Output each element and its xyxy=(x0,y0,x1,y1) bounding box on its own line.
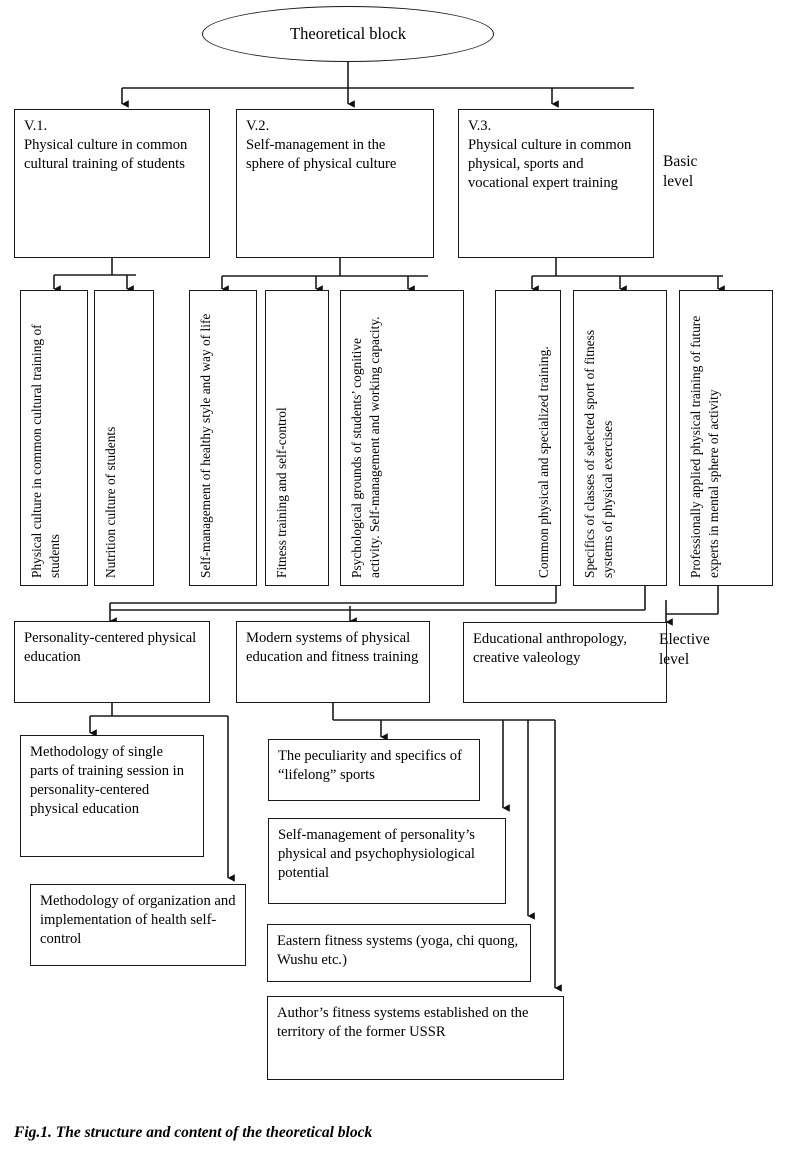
figure-caption: Fig.1. The structure and content of the … xyxy=(14,1124,373,1141)
topic-label-1: Physical culture in common cultural trai… xyxy=(29,324,62,578)
subcourse-label-5: Eastern fitness systems (yoga, chi quong… xyxy=(277,933,519,968)
subcourse-box-methodology-organization[interactable]: Methodology of organization and implemen… xyxy=(30,884,246,966)
subcourse-box-methodology-single-parts[interactable]: Methodology of single parts of training … xyxy=(20,735,204,857)
course-label-1: Personality-centered physical education xyxy=(24,630,197,665)
module-title-v1: Physical culture in common cultural trai… xyxy=(24,136,188,172)
subcourse-label-2: Methodology of organization and implemen… xyxy=(40,893,236,947)
subcourse-box-self-management-potential[interactable]: Self-management of personality’s physica… xyxy=(268,818,506,904)
topic-label-2: Nutrition culture of students xyxy=(103,426,118,578)
topic-box-1[interactable]: Physical culture in common cultural trai… xyxy=(20,290,88,586)
module-code-v2: V.2. xyxy=(246,118,270,134)
topic-box-2[interactable]: Nutrition culture of students xyxy=(94,290,154,586)
course-label-3: Educational anthropology, creative valeo… xyxy=(473,631,627,666)
module-title-v2: Self-management in the sphere of physica… xyxy=(246,136,397,172)
module-title-v3: Physical culture in common physical, spo… xyxy=(468,136,632,191)
topic-label-4: Fitness training and self-control xyxy=(274,407,289,578)
topic-label-3: Self-management of healthy style and way… xyxy=(198,313,213,578)
module-box-v2[interactable]: V.2. Self-management in the sphere of ph… xyxy=(236,109,434,258)
topic-box-4[interactable]: Fitness training and self-control xyxy=(265,290,329,586)
topic-label-8: Professionally applied physical training… xyxy=(688,315,721,578)
subcourse-label-1: Methodology of single parts of training … xyxy=(30,744,185,817)
subcourse-label-6: Author’s fitness systems established on … xyxy=(277,1005,529,1040)
topic-label-5: Psychological grounds of students’ cogni… xyxy=(349,316,382,578)
topic-box-8[interactable]: Professionally applied physical training… xyxy=(679,290,773,586)
basic-level-label: Basic level xyxy=(663,153,698,190)
topic-box-5[interactable]: Psychological grounds of students’ cogni… xyxy=(340,290,464,586)
root-ellipse: Theoretical block xyxy=(202,6,494,62)
root-label: Theoretical block xyxy=(290,24,406,43)
course-box-educational-anthropology[interactable]: Educational anthropology, creative valeo… xyxy=(463,622,667,703)
module-box-v3[interactable]: V.3. Physical culture in common physical… xyxy=(458,109,654,258)
course-label-2: Modern systems of physical education and… xyxy=(246,630,419,665)
module-code-v1: V.1. xyxy=(24,118,48,134)
topic-label-7: Specifics of classes of selected sport o… xyxy=(582,329,615,578)
topic-box-6[interactable]: Common physical and specialized training… xyxy=(495,290,561,586)
module-code-v3: V.3. xyxy=(468,118,492,134)
topic-box-7[interactable]: Specifics of classes of selected sport o… xyxy=(573,290,667,586)
subcourse-label-3: The peculiarity and specifics of “lifelo… xyxy=(278,748,462,783)
course-box-personality-centered[interactable]: Personality-centered physical education xyxy=(14,621,210,703)
subcourse-box-eastern-fitness[interactable]: Eastern fitness systems (yoga, chi quong… xyxy=(267,924,531,982)
subcourse-box-lifelong-sports[interactable]: The peculiarity and specifics of “lifelo… xyxy=(268,739,480,801)
subcourse-label-4: Self-management of personality’s physica… xyxy=(278,827,475,881)
subcourse-box-author-fitness-ussr[interactable]: Author’s fitness systems established on … xyxy=(267,996,564,1080)
course-box-modern-systems[interactable]: Modern systems of physical education and… xyxy=(236,621,430,703)
topic-label-6: Common physical and specialized training… xyxy=(536,346,551,578)
elective-level-label: Elective level xyxy=(659,631,710,668)
module-box-v1[interactable]: V.1. Physical culture in common cultural… xyxy=(14,109,210,258)
topic-box-3[interactable]: Self-management of healthy style and way… xyxy=(189,290,257,586)
